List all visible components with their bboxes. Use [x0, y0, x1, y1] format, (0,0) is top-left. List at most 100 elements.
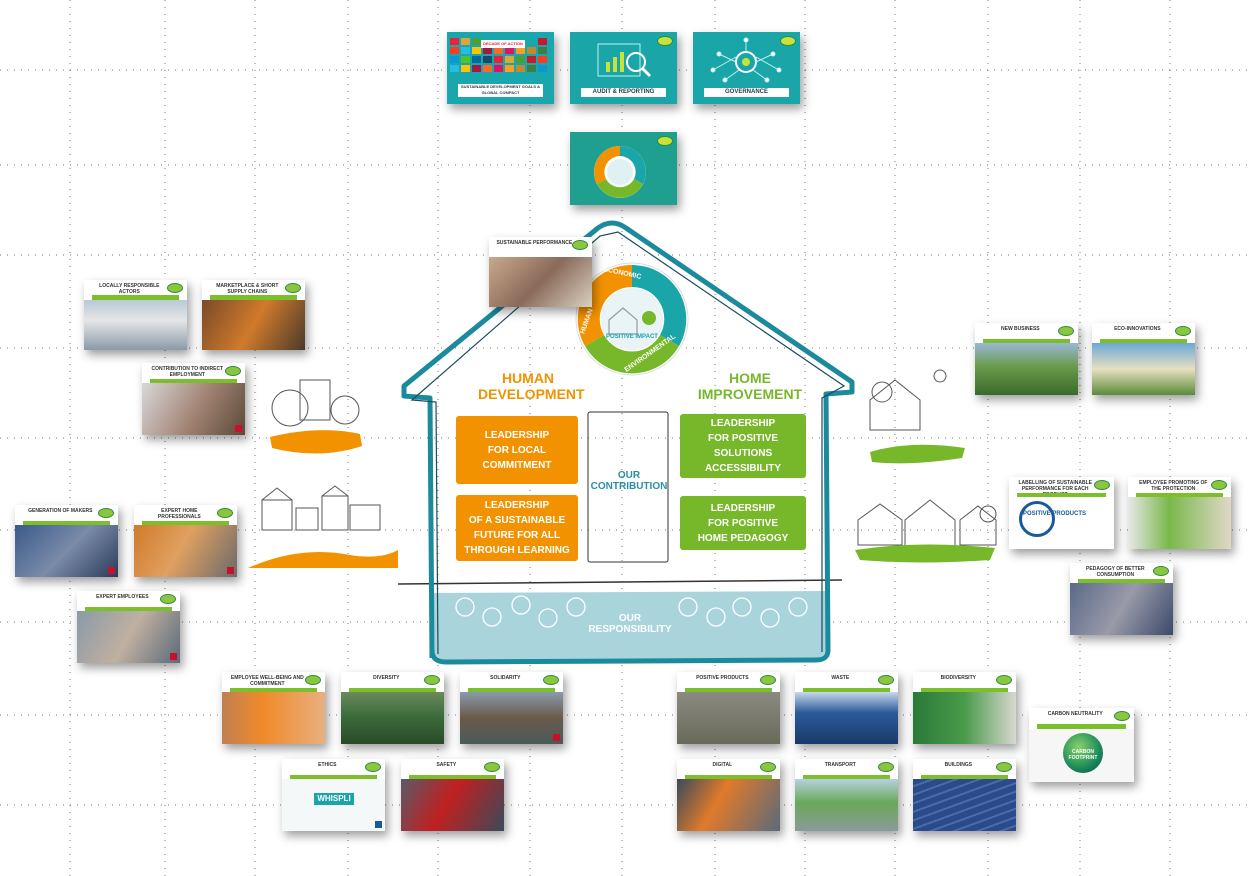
- brand-logo-icon: [1153, 566, 1169, 576]
- house-inner-outline: [410, 231, 846, 655]
- card-title: LOCALLY RESPONSIBLE ACTORS: [99, 283, 160, 295]
- sdg-card-label: SUSTAINABLE DEVELOPMENT GOALS & GLOBAL C…: [457, 84, 544, 97]
- card-title: EMPLOYEE WELL-BEING AND COMMITMENT: [230, 675, 304, 687]
- home-pedagogy-box[interactable]: LEADERSHIP FOR POSITIVE HOME PEDAGOGY: [680, 496, 806, 550]
- carbon-neutrality-card[interactable]: CARBON NEUTRALITY CARBON FOOTPRINT: [1029, 708, 1134, 782]
- sdg-goal-icon: [461, 38, 470, 45]
- contribution-frame: [587, 411, 669, 563]
- card-title: SUSTAINABLE PERFORMANCE: [496, 240, 573, 246]
- brand-logo-icon: [878, 762, 894, 772]
- sdg-goal-icon: [538, 38, 547, 45]
- brand-logo-icon: [1094, 480, 1110, 490]
- globe-icon: [1063, 732, 1103, 773]
- sdg-goal-icon: [505, 47, 514, 54]
- marketplace-card[interactable]: MARKETPLACE & SHORT SUPPLY CHAINS: [202, 280, 305, 350]
- audit-card-label: AUDIT & REPORTING: [580, 88, 667, 97]
- biodiversity-card[interactable]: BIODIVERSITY: [913, 672, 1016, 744]
- solidarity-card[interactable]: SOLIDARITY: [460, 672, 563, 744]
- expert-employees-card[interactable]: EXPERT EMPLOYEES: [77, 591, 180, 663]
- green-wall-photo: [913, 692, 1016, 744]
- sdg-goal-icon: [527, 65, 536, 72]
- brand-logo-icon: [572, 240, 588, 250]
- sdg-card[interactable]: DECADE OF ACTION SUSTAINABLE DEVELOPMENT…: [447, 32, 554, 104]
- brand-logo-icon: [365, 762, 381, 772]
- audit-chart-icon: [597, 43, 652, 78]
- ethics-card[interactable]: ETHICS WHISPLI: [282, 759, 385, 831]
- store-exterior-photo: [975, 343, 1078, 395]
- positive-impact-card[interactable]: [570, 132, 677, 205]
- sdg-goal-icon: [472, 65, 481, 72]
- carbon-footprint-text: CARBON FOOTPRINT: [1068, 748, 1098, 761]
- diversity-card[interactable]: DIVERSITY: [341, 672, 444, 744]
- brand-logo-icon: [1058, 326, 1074, 336]
- card-title: ETHICS: [318, 762, 337, 768]
- waste-card[interactable]: WASTE: [795, 672, 898, 744]
- left-orange-ground-2: [270, 430, 362, 454]
- sustainable-future-box[interactable]: LEADERSHIP OF A SUSTAINABLE FUTURE FOR A…: [456, 495, 578, 561]
- brand-logo-icon: [225, 366, 241, 376]
- responsibility-icons: [455, 595, 808, 628]
- right-green-ground-2: [855, 544, 995, 563]
- card-title: DIGITAL: [712, 762, 733, 768]
- positive-products-card[interactable]: POSITIVE PRODUCTS: [677, 672, 780, 744]
- employee-wellbeing-card[interactable]: EMPLOYEE WELL-BEING AND COMMITMENT: [222, 672, 325, 744]
- new-business-card[interactable]: NEW BUSINESS: [975, 323, 1078, 395]
- sdg-goal-icon: [538, 65, 547, 72]
- sdg-goal-icon: [538, 56, 547, 63]
- card-title: BIODIVERSITY: [940, 675, 976, 681]
- sdg-badge-icon: [227, 567, 234, 574]
- digital-card[interactable]: DIGITAL: [677, 759, 780, 831]
- sdg-goal-icon: [483, 56, 492, 63]
- sdg-goal-icon: [472, 56, 481, 63]
- transport-card[interactable]: TRANSPORT: [795, 759, 898, 831]
- sdg-icons-grid: [450, 38, 547, 72]
- safety-card[interactable]: SAFETY: [401, 759, 504, 831]
- eco-innovations-card[interactable]: ECO-INNOVATIONS: [1092, 323, 1195, 395]
- brand-logo-icon: [285, 283, 301, 293]
- buildings-card[interactable]: BUILDINGS: [913, 759, 1016, 831]
- employee-promoting-card[interactable]: EMPLOYEE PROMOTING OF THE PROTECTION: [1128, 477, 1231, 549]
- human-development-title: HUMAN DEVELOPMENT: [478, 370, 585, 402]
- governance-card[interactable]: GOVERNANCE: [693, 32, 800, 104]
- sdg-goal-icon: [538, 47, 547, 54]
- expert-professionals-card[interactable]: EXPERT HOME PROFESSIONALS: [134, 505, 237, 577]
- aisle-photo: [1070, 583, 1173, 635]
- brand-logo-icon: [1114, 711, 1130, 721]
- brand-logo-icon: [1211, 480, 1227, 490]
- sustainable-performance-card[interactable]: SUSTAINABLE PERFORMANCE: [489, 237, 592, 307]
- sdg-goal-icon: [450, 38, 459, 45]
- local-commitment-box[interactable]: LEADERSHIP FOR LOCAL COMMITMENT: [456, 416, 578, 484]
- foundation-band: [432, 591, 828, 660]
- brand-logo-icon: [543, 675, 559, 685]
- card-title: BUILDINGS: [944, 762, 973, 768]
- brand-logo-icon: [760, 762, 776, 772]
- sdg-goal-icon: [461, 56, 470, 63]
- positive-products-logo: POSITIVE PRODUCTS: [1023, 511, 1087, 518]
- card-title: EXPERT HOME PROFESSIONALS: [157, 508, 201, 520]
- governance-card-label: GOVERNANCE: [703, 88, 790, 97]
- sdg-goal-icon: [483, 65, 492, 72]
- labelling-card[interactable]: LABELLING OF SUSTAINABLE PERFORMANCE FOR…: [1009, 477, 1114, 549]
- professional-photo: [134, 525, 237, 577]
- team-photo: [84, 299, 187, 350]
- generation-makers-card[interactable]: GENERATION OF MAKERS: [15, 505, 118, 577]
- ground-line: [397, 579, 843, 585]
- card-title: MARKETPLACE & SHORT SUPPLY CHAINS: [216, 283, 279, 295]
- card-title: NEW BUSINESS: [1001, 326, 1040, 332]
- brand-logo-icon: [657, 136, 673, 146]
- brand-logo-icon: [996, 675, 1012, 685]
- house-outline: [401, 220, 855, 665]
- pedagogy-consumption-card[interactable]: PEDAGOGY OF BETTER CONSUMPTION: [1070, 563, 1173, 635]
- right-sketch-houses: [857, 369, 997, 549]
- tree-icon: [642, 311, 656, 325]
- sdg-badge-icon: [108, 567, 115, 574]
- brand-logo-icon: [878, 675, 894, 685]
- card-title: GENERATION OF MAKERS: [28, 508, 93, 514]
- sdg-goal-icon: [505, 65, 514, 72]
- audit-reporting-card[interactable]: AUDIT & REPORTING: [570, 32, 677, 104]
- brand-logo-icon: [305, 675, 321, 685]
- locally-responsible-card[interactable]: LOCALLY RESPONSIBLE ACTORS: [84, 280, 187, 350]
- solutions-accessibility-box[interactable]: LEADERSHIP FOR POSITIVE SOLUTIONS ACCESS…: [680, 414, 806, 478]
- indirect-employment-card[interactable]: CONTRIBUTION TO INDIRECT EMPLOYMENT: [142, 363, 245, 435]
